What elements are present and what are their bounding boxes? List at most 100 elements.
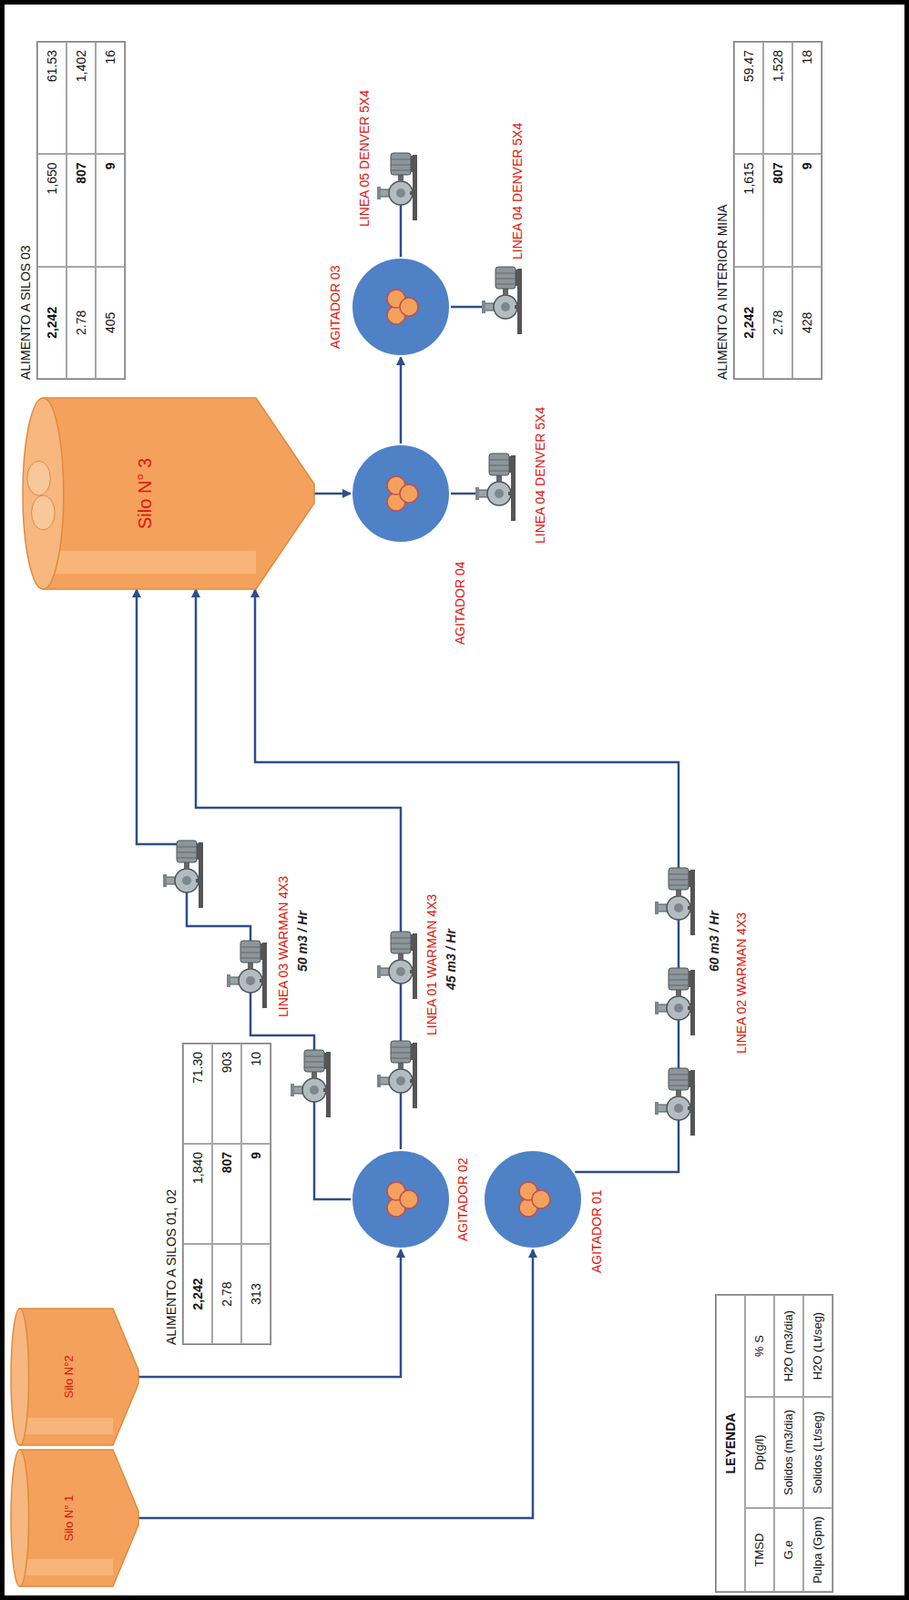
silo-top xyxy=(10,1450,30,1587)
table-cell: 9 xyxy=(95,153,125,266)
tank-outline xyxy=(22,398,315,590)
data-table: 2,2421,65061.532.788071,402405916 xyxy=(36,40,126,380)
table-cell: 2.78 xyxy=(66,266,96,379)
table-cell: 9 xyxy=(241,1143,271,1245)
table-cell: 903 xyxy=(212,1043,242,1144)
flow-rate: 50 m3 / Hr xyxy=(295,910,311,972)
silo-body xyxy=(20,1308,139,1446)
agitator-label: AGITADOR 03 xyxy=(327,265,344,349)
table-cell: 2.78 xyxy=(763,266,793,379)
silo-body xyxy=(42,398,315,590)
silo-highlight xyxy=(42,551,256,574)
silo-label: Silo N°2 xyxy=(61,1355,77,1399)
table-cell: 807 xyxy=(212,1143,242,1245)
agitator-label: AGITADOR 04 xyxy=(452,561,469,645)
legend-entry: TMSD xyxy=(745,1508,775,1593)
pump-symbol xyxy=(475,453,516,521)
table-cell: 59.47 xyxy=(734,41,764,154)
data-table: 2,2421,84071.30 2.78807903 313910 xyxy=(182,1042,272,1346)
tank-outline xyxy=(350,443,451,544)
flow-pipe xyxy=(255,589,679,1173)
table-cell: 71.30 xyxy=(183,1043,213,1144)
legend-entry: Pulpa (Gpm) xyxy=(803,1508,833,1593)
table-cell: 2,242 xyxy=(183,1244,213,1345)
pump-line-label: LINEA 04 DENVER 5X4 xyxy=(510,122,526,260)
pump-line-label: LINEA 04 DENVER 5X4 xyxy=(532,407,549,544)
pump-symbol xyxy=(481,266,522,335)
flow-pipe xyxy=(314,492,351,496)
legend-entry: % S xyxy=(745,1295,775,1398)
table-cell: 18 xyxy=(792,41,822,154)
table-title: ALIMENTO A INTERIOR MINA xyxy=(714,204,731,380)
pump-symbol xyxy=(290,1050,331,1118)
agitator-circle xyxy=(483,1150,583,1249)
table-cell: 1,615 xyxy=(734,153,764,266)
pump-line-label: LINEA 03 WARMAN 4X3 xyxy=(275,876,292,1018)
pipe xyxy=(399,204,403,257)
legend-entry: G.e xyxy=(774,1508,804,1593)
agitator-label: AGITADOR 02 xyxy=(455,1157,471,1242)
table-cell: 428 xyxy=(792,266,822,379)
agitator-tank: AGITADOR 03 xyxy=(350,256,451,358)
agitator-impeller xyxy=(399,1190,419,1209)
table-cell: 405 xyxy=(95,266,125,379)
flow-pipe xyxy=(399,357,403,444)
pump-line-label: LINEA 02 WARMAN 4X3 xyxy=(734,912,750,1054)
table-cell: 1,402 xyxy=(66,41,96,154)
agitator-circle xyxy=(351,257,450,357)
table-cell: 2.78 xyxy=(212,1244,242,1345)
silo-label: Silo N° 1 xyxy=(61,1495,77,1543)
pump-line-label: LINEA 05 DENVER 5X4 xyxy=(357,90,373,227)
flow-rate: 45 m3 / Hr xyxy=(443,929,460,991)
tank-outline xyxy=(350,1149,451,1250)
agitator-impeller xyxy=(399,484,419,503)
pump-symbol xyxy=(377,931,418,1000)
table-cell: 807 xyxy=(763,153,793,266)
agitator-tank: AGITADOR 01 xyxy=(482,1149,583,1250)
table-cell: 61.53 xyxy=(37,41,67,154)
agitator-impeller xyxy=(531,1190,551,1209)
legend-entry: H2O (m3/dia) xyxy=(774,1295,804,1398)
legend-entry: Dp(g/l) xyxy=(745,1397,775,1509)
agitator-circle xyxy=(351,444,450,543)
legend-entry: Solidos (m3/dia) xyxy=(774,1397,804,1509)
silo-lid xyxy=(31,495,56,531)
legend-entry: H2O (Lt/seg) xyxy=(803,1295,833,1398)
flow-rate: 60 m3 / Hr xyxy=(706,910,723,972)
pump-symbol xyxy=(377,1041,418,1109)
table-cell: 1,840 xyxy=(183,1143,213,1245)
table-cell: 1,528 xyxy=(763,41,793,154)
table-cell: 2,242 xyxy=(734,266,764,379)
table-cell: 2,242 xyxy=(37,266,67,379)
pump-symbol xyxy=(377,153,418,221)
tank-outline xyxy=(350,256,451,358)
silo-top xyxy=(22,398,64,590)
flow-pipe xyxy=(195,589,401,1150)
silo-top xyxy=(10,1308,30,1446)
agitator-tank: AGITADOR 02 xyxy=(350,1149,451,1250)
pump-symbol xyxy=(163,840,204,909)
legend-table: LEYENDATMSDDp(g/l)% S G.eSolidos (m3/dia)… xyxy=(714,1294,834,1594)
silo-label: Silo N° 3 xyxy=(133,458,156,530)
table-title: ALIMENTO A SILOS 03 xyxy=(18,245,34,380)
silo-highlight xyxy=(20,1418,113,1435)
agitator-impeller xyxy=(399,297,419,317)
silo-tank: Silo N°2 xyxy=(10,1308,139,1446)
pump-line-label: LINEA 01 WARMAN 4X3 xyxy=(424,894,440,1036)
pump-symbol xyxy=(226,940,267,1009)
table-cell: 16 xyxy=(95,41,125,154)
table-cell: 1,650 xyxy=(37,153,67,266)
legend-title: LEYENDA xyxy=(715,1295,746,1593)
table-cell: 313 xyxy=(241,1244,271,1345)
silo-tank: Silo N° 1 xyxy=(10,1450,139,1587)
data-table: 2,2421,61559.47 2.788071,528 428918 xyxy=(733,40,823,380)
pump-symbol xyxy=(654,1068,695,1136)
agitator-label: AGITADOR 01 xyxy=(589,1189,605,1274)
legend-entry: Solidos (Lt/seg) xyxy=(803,1397,833,1509)
silo-highlight xyxy=(20,1559,113,1576)
table-title: ALIMENTO A SILOS 01, 02 xyxy=(163,1189,180,1346)
table-cell: 10 xyxy=(241,1043,271,1144)
table-cell: 9 xyxy=(792,153,822,266)
